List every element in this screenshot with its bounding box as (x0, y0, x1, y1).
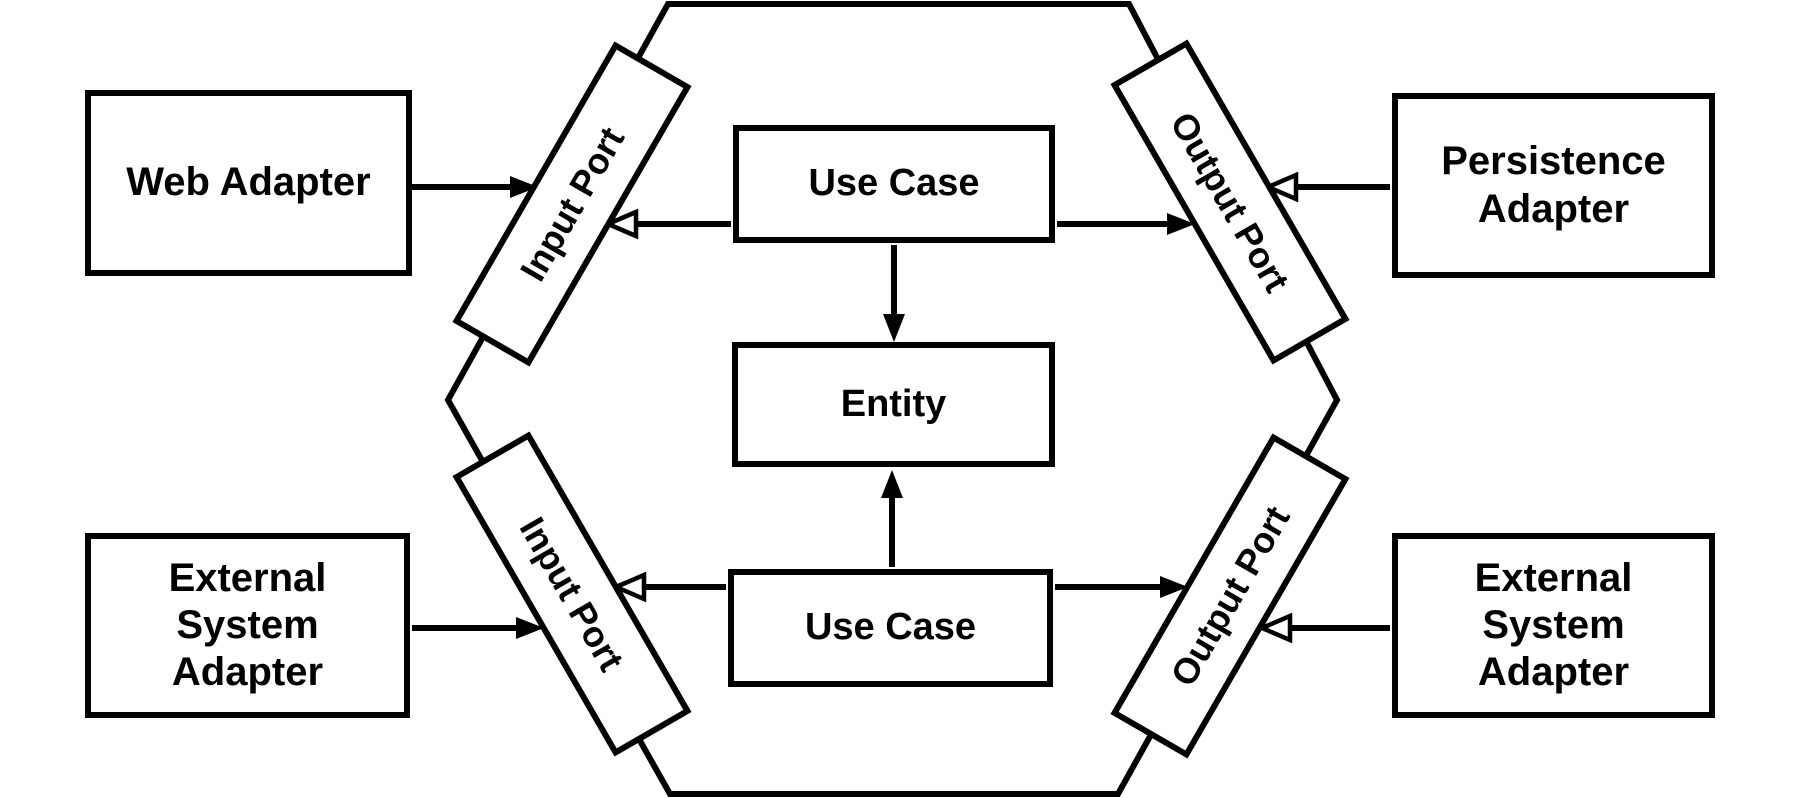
external-system-adapter-right-line2: System (1482, 602, 1625, 647)
external-system-adapter-left-node: External System Adapter (85, 533, 410, 718)
input-port-bottom: Input Port (452, 431, 692, 757)
external-system-adapter-left-line1: External (168, 555, 327, 600)
arrowhead-hollow (1262, 171, 1299, 203)
output-port-bottom: Output Port (1110, 433, 1350, 759)
output-port-top-box (1110, 39, 1350, 365)
persistence-adapter-node: Persistence Adapter (1392, 93, 1715, 278)
hexagon-boundary (444, 0, 1341, 797)
arrow-use-case-top-to-entity (883, 245, 905, 342)
input-port-bottom-box (452, 431, 692, 757)
arrow-persistence-adapter-to-output-port-top (1262, 171, 1390, 203)
output-port-bottom-box (1110, 433, 1350, 759)
input-port-top: Input Port (452, 41, 692, 367)
arrowhead-hollow (610, 571, 647, 603)
entity-label: Entity (840, 382, 947, 425)
arrowhead-hollow (1256, 612, 1293, 644)
arrowhead-filled (1167, 213, 1195, 235)
arrowhead-filled (510, 176, 538, 198)
use-case-top-node: Use Case (733, 125, 1055, 243)
arrow-use-case-top-to-output-port-top (1057, 213, 1195, 235)
arrow-use-case-bottom-to-entity (881, 470, 903, 567)
arrowhead-filled (883, 314, 905, 342)
entity-node: Entity (732, 342, 1055, 467)
arrow-use-case-bottom-to-input-port-bottom (610, 571, 726, 603)
arrow-web-adapter-to-input-port-top (412, 176, 538, 198)
arrow-external-system-adapter-right-to-output-port-bottom (1256, 612, 1390, 644)
use-case-bottom-label: Use Case (804, 606, 977, 649)
external-system-adapter-left-line3: Adapter (171, 650, 324, 695)
arrow-use-case-top-to-input-port-top (602, 208, 731, 240)
arrowhead-filled (516, 617, 544, 639)
external-system-adapter-right-line1: External (1474, 555, 1633, 600)
arrowhead-filled (881, 470, 903, 498)
web-adapter-node: Web Adapter (85, 90, 412, 276)
use-case-bottom-node: Use Case (728, 569, 1053, 687)
persistence-adapter-label-line2: Adapter (1477, 186, 1630, 231)
external-system-adapter-right-line3: Adapter (1477, 650, 1630, 695)
arrowhead-hollow (602, 208, 639, 240)
external-system-adapter-right-node: External System Adapter (1392, 533, 1715, 718)
output-port-top: Output Port (1110, 39, 1350, 365)
external-system-adapter-left-line2: System (176, 602, 319, 647)
input-port-top-box (452, 41, 692, 367)
arrow-external-system-adapter-left-to-input-port-bottom (412, 617, 544, 639)
persistence-adapter-label-line1: Persistence (1441, 139, 1666, 184)
arrow-use-case-bottom-to-output-port-bottom (1055, 576, 1188, 598)
arrowhead-filled (1160, 576, 1188, 598)
web-adapter-label: Web Adapter (126, 160, 371, 205)
use-case-top-label: Use Case (808, 162, 980, 205)
